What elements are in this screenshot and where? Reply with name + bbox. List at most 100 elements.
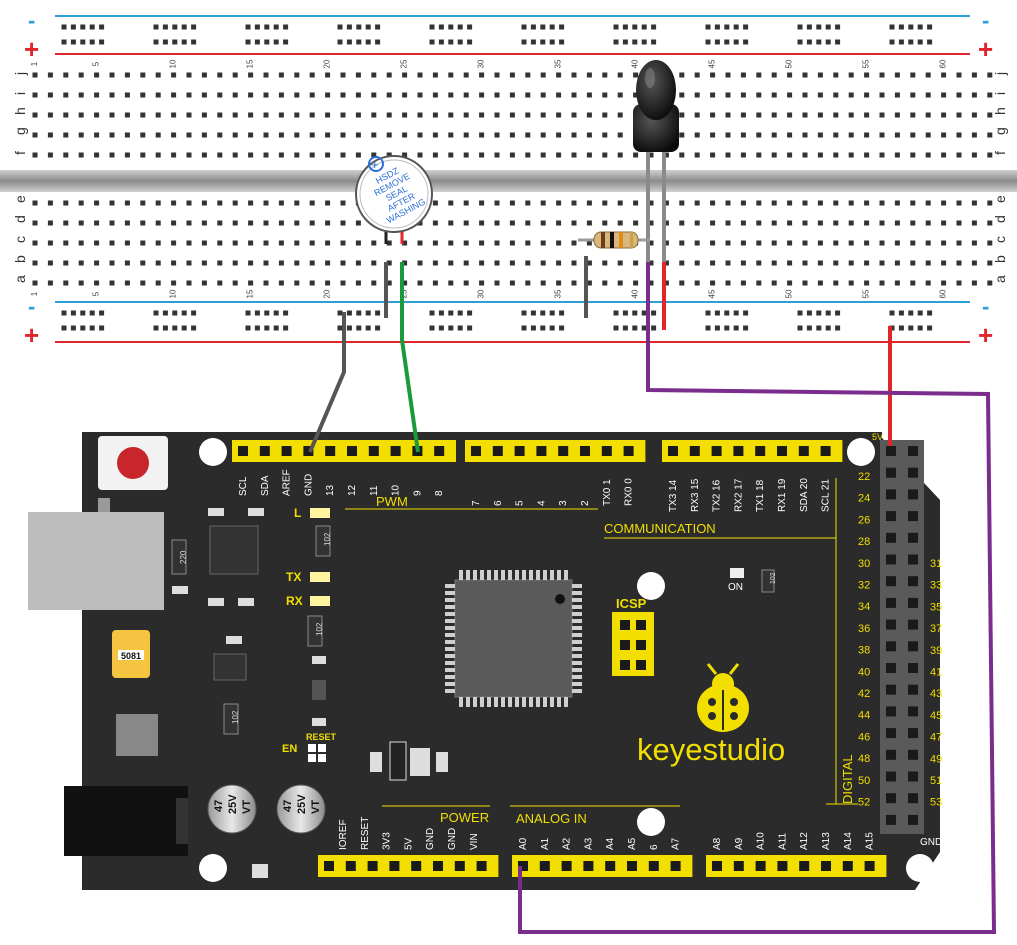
rail-hole[interactable]: [264, 24, 270, 30]
breadboard-hole[interactable]: [94, 112, 100, 118]
breadboard-hole[interactable]: [155, 92, 161, 98]
breadboard-hole[interactable]: [63, 240, 69, 246]
rail-hole[interactable]: [927, 24, 933, 30]
breadboard-hole[interactable]: [971, 280, 977, 286]
rail-hole[interactable]: [733, 310, 739, 316]
breadboard-hole[interactable]: [756, 280, 762, 286]
rail-hole[interactable]: [448, 310, 454, 316]
rail-hole[interactable]: [714, 39, 720, 45]
rail-hole[interactable]: [613, 310, 619, 316]
breadboard-hole[interactable]: [756, 240, 762, 246]
rail-hole[interactable]: [917, 24, 923, 30]
rail-hole[interactable]: [835, 39, 841, 45]
breadboard-hole[interactable]: [894, 280, 900, 286]
breadboard-hole[interactable]: [78, 132, 84, 138]
breadboard-hole[interactable]: [663, 220, 669, 226]
breadboard-hole[interactable]: [278, 280, 284, 286]
breadboard-hole[interactable]: [278, 220, 284, 226]
breadboard-hole[interactable]: [617, 260, 623, 266]
breadboard-hole[interactable]: [386, 132, 392, 138]
breadboard-hole[interactable]: [971, 260, 977, 266]
rail-hole[interactable]: [816, 39, 822, 45]
analog-header-left[interactable]: [512, 855, 693, 877]
rail-hole[interactable]: [89, 24, 95, 30]
breadboard-hole[interactable]: [879, 240, 885, 246]
rail-hole[interactable]: [641, 39, 647, 45]
rail-hole[interactable]: [743, 310, 749, 316]
breadboard-hole[interactable]: [586, 240, 592, 246]
breadboard-hole[interactable]: [648, 152, 654, 158]
breadboard-hole[interactable]: [971, 72, 977, 78]
breadboard-hole[interactable]: [217, 132, 223, 138]
breadboard-hole[interactable]: [694, 92, 700, 98]
breadboard-hole[interactable]: [894, 240, 900, 246]
rail-hole[interactable]: [806, 24, 812, 30]
rail-hole[interactable]: [816, 310, 822, 316]
breadboard-hole[interactable]: [340, 112, 346, 118]
breadboard-hole[interactable]: [941, 92, 947, 98]
breadboard-hole[interactable]: [956, 220, 962, 226]
breadboard-hole[interactable]: [848, 200, 854, 206]
breadboard-hole[interactable]: [556, 200, 562, 206]
breadboard-hole[interactable]: [910, 260, 916, 266]
breadboard-hole[interactable]: [894, 132, 900, 138]
breadboard-hole[interactable]: [725, 200, 731, 206]
breadboard-hole[interactable]: [925, 220, 931, 226]
breadboard-hole[interactable]: [602, 92, 608, 98]
breadboard-hole[interactable]: [617, 72, 623, 78]
rail-hole[interactable]: [283, 24, 289, 30]
breadboard-hole[interactable]: [325, 132, 331, 138]
breadboard-hole[interactable]: [278, 200, 284, 206]
rail-hole[interactable]: [283, 325, 289, 331]
breadboard-hole[interactable]: [648, 200, 654, 206]
breadboard-hole[interactable]: [525, 220, 531, 226]
breadboard-hole[interactable]: [355, 132, 361, 138]
breadboard-hole[interactable]: [340, 92, 346, 98]
rail-hole[interactable]: [337, 39, 343, 45]
breadboard-hole[interactable]: [956, 240, 962, 246]
breadboard-hole[interactable]: [140, 92, 146, 98]
breadboard-hole[interactable]: [725, 240, 731, 246]
breadboard-hole[interactable]: [448, 240, 454, 246]
breadboard-hole[interactable]: [463, 280, 469, 286]
breadboard-hole[interactable]: [679, 92, 685, 98]
breadboard-hole[interactable]: [910, 72, 916, 78]
analog-header-right[interactable]: [706, 855, 887, 877]
rail-hole[interactable]: [724, 325, 730, 331]
breadboard-hole[interactable]: [294, 152, 300, 158]
breadboard-hole[interactable]: [710, 72, 716, 78]
breadboard-hole[interactable]: [740, 132, 746, 138]
breadboard-hole[interactable]: [432, 112, 438, 118]
breadboard-hole[interactable]: [386, 240, 392, 246]
breadboard-hole[interactable]: [47, 112, 53, 118]
rail-hole[interactable]: [99, 325, 105, 331]
rail-hole[interactable]: [530, 310, 536, 316]
breadboard-hole[interactable]: [648, 260, 654, 266]
breadboard-hole[interactable]: [540, 200, 546, 206]
breadboard-hole[interactable]: [63, 132, 69, 138]
rail-hole[interactable]: [70, 24, 76, 30]
breadboard-hole[interactable]: [540, 152, 546, 158]
breadboard-hole[interactable]: [140, 220, 146, 226]
rail-hole[interactable]: [99, 24, 105, 30]
breadboard-hole[interactable]: [325, 240, 331, 246]
rail-hole[interactable]: [438, 24, 444, 30]
breadboard-hole[interactable]: [525, 92, 531, 98]
breadboard-hole[interactable]: [263, 112, 269, 118]
breadboard-hole[interactable]: [971, 152, 977, 158]
rail-hole[interactable]: [797, 24, 803, 30]
breadboard-hole[interactable]: [910, 112, 916, 118]
breadboard-hole[interactable]: [432, 152, 438, 158]
breadboard-hole[interactable]: [371, 280, 377, 286]
breadboard-hole[interactable]: [910, 280, 916, 286]
breadboard-hole[interactable]: [756, 152, 762, 158]
breadboard-hole[interactable]: [571, 152, 577, 158]
breadboard-hole[interactable]: [679, 260, 685, 266]
breadboard-hole[interactable]: [571, 72, 577, 78]
breadboard-hole[interactable]: [124, 280, 130, 286]
breadboard-hole[interactable]: [787, 280, 793, 286]
breadboard-hole[interactable]: [201, 220, 207, 226]
breadboard-hole[interactable]: [633, 200, 639, 206]
breadboard-hole[interactable]: [586, 152, 592, 158]
breadboard-hole[interactable]: [463, 220, 469, 226]
